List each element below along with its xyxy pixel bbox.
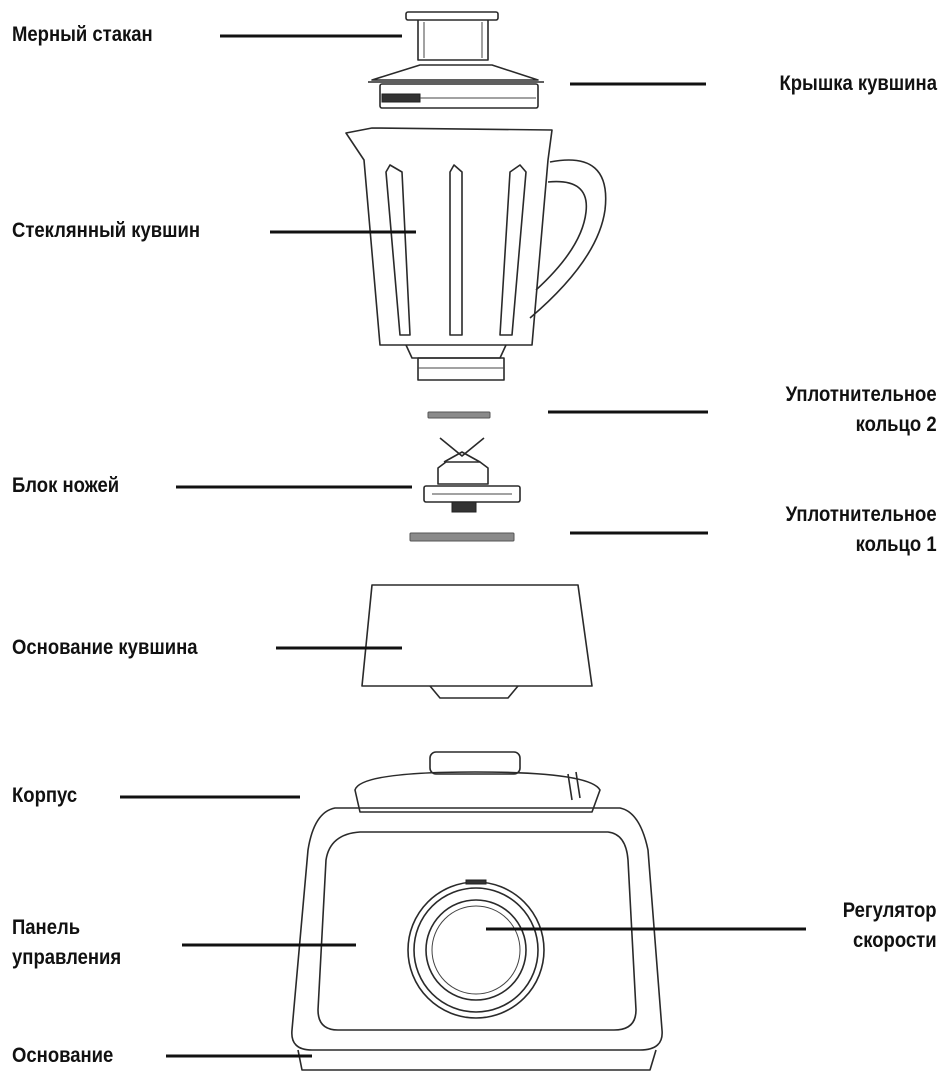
label-seal-ring-1-line2: кольцо 1 (855, 533, 937, 556)
label-speed-regulator-line1: Регулятор (843, 899, 937, 922)
label-glass-jug: Стеклянный кувшин (12, 219, 201, 242)
label-seal-ring-1-line1: Уплотнительное (785, 503, 937, 526)
glass-jug-drawing (345, 127, 607, 381)
label-control-panel: Панель управления (12, 913, 121, 973)
label-base: Основание (12, 1044, 114, 1067)
label-seal-ring-2-line1: Уплотнительное (785, 383, 937, 406)
seal-ring-1-drawing (409, 532, 515, 542)
label-jug-lid: Крышка кувшина (779, 72, 937, 95)
label-seal-ring-2: Уплотнительное кольцо 2 (786, 380, 937, 440)
label-seal-ring-1: Уплотнительное кольцо 1 (786, 500, 937, 560)
label-measuring-cup: Мерный стакан (12, 23, 153, 46)
label-speed-regulator-line2: скорости (853, 929, 937, 952)
seal-ring-2-drawing (427, 411, 491, 419)
label-seal-ring-2-line2: кольцо 2 (855, 413, 937, 436)
label-speed-regulator: Регулятор скорости (843, 896, 937, 956)
label-control-panel-line1: Панель (12, 916, 81, 939)
jug-base-drawing (361, 584, 593, 699)
blade-unit-drawing (423, 437, 521, 513)
label-blade-unit: Блок ножей (12, 474, 120, 497)
label-jug-base: Основание кувшина (12, 636, 198, 659)
blender-housing-drawing (291, 751, 663, 1071)
label-housing: Корпус (12, 784, 78, 807)
jug-lid-drawing (368, 64, 544, 109)
measuring-cup-drawing (405, 11, 499, 61)
label-control-panel-line2: управления (12, 946, 122, 969)
